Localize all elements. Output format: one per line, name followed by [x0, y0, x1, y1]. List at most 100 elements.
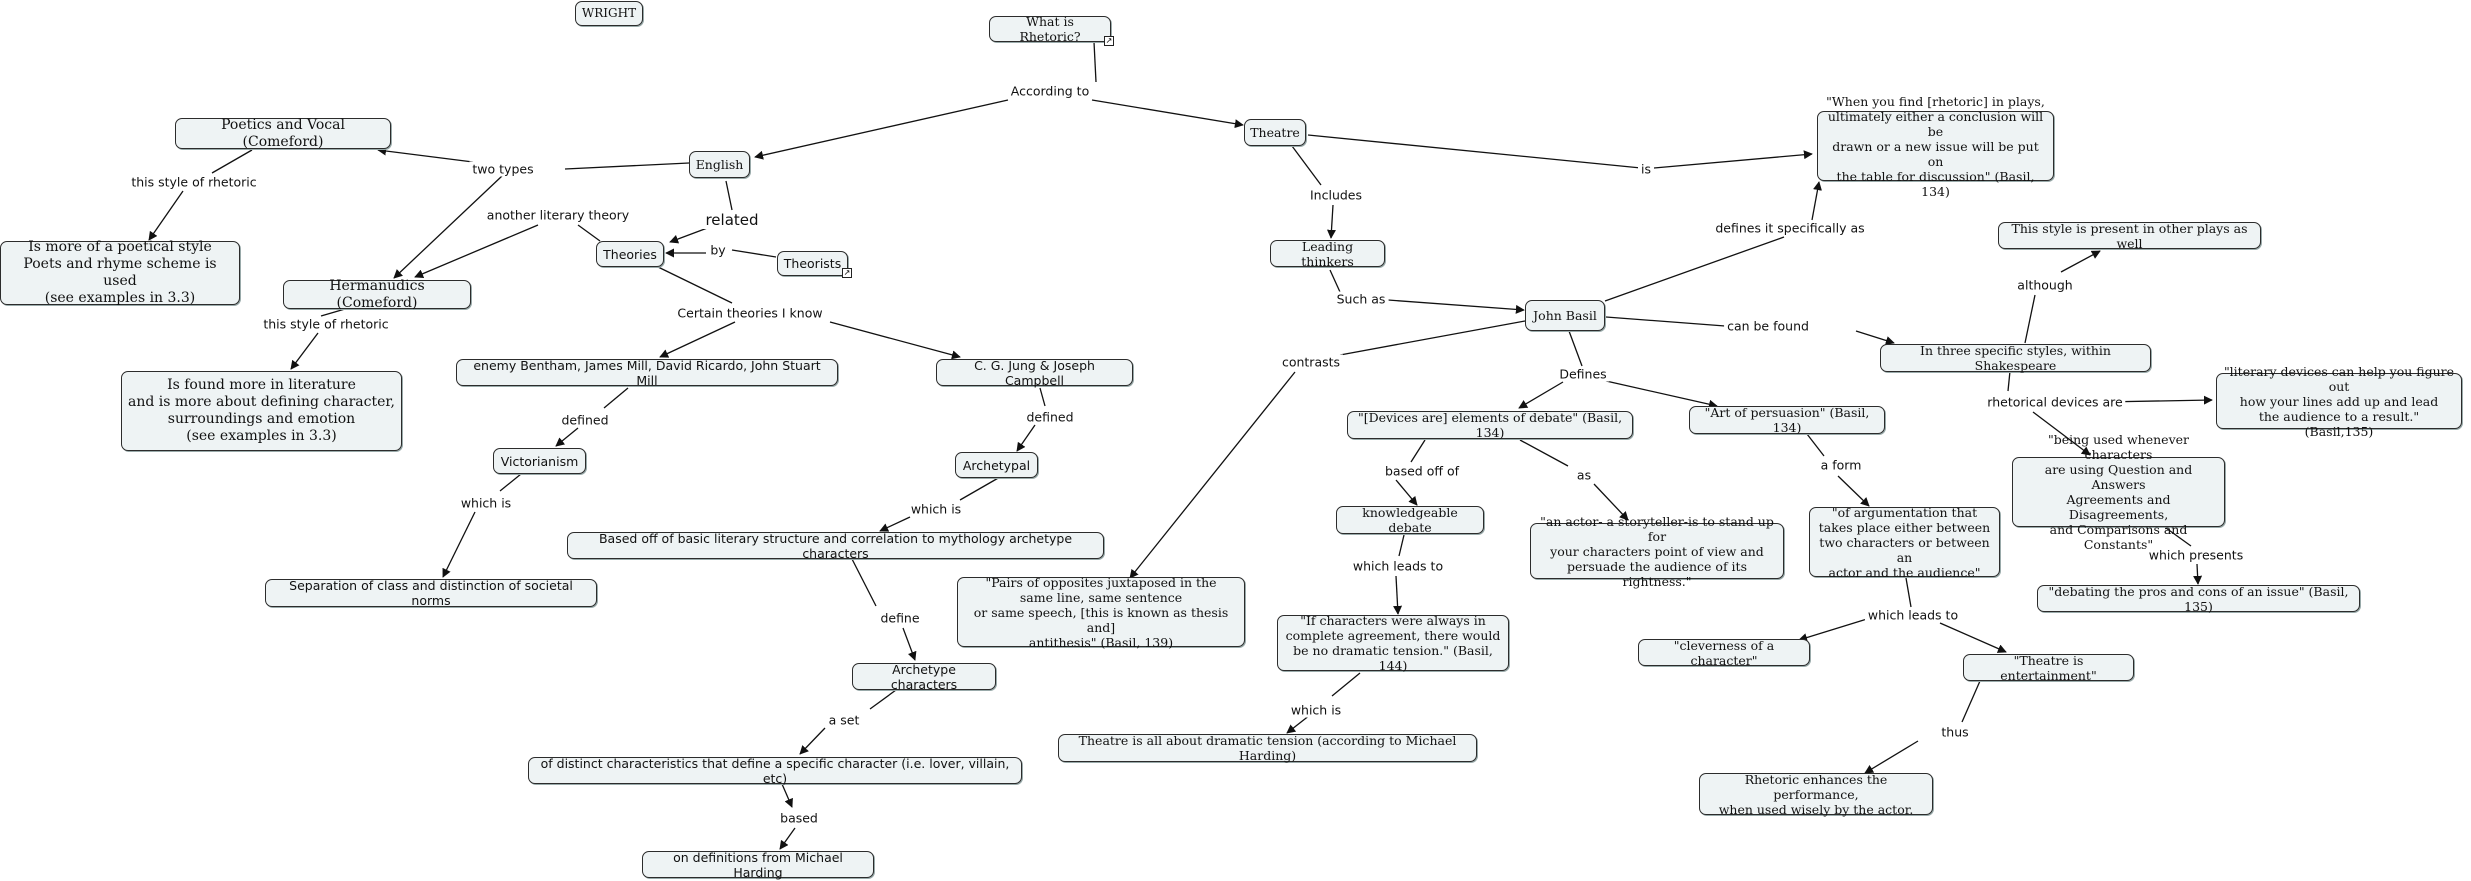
- connector-line: [1604, 236, 1785, 302]
- link-icon[interactable]: ↗: [842, 268, 852, 278]
- connector-line: [1519, 439, 1569, 467]
- connector-arrow: [1393, 575, 1403, 615]
- connector-line: [731, 249, 777, 258]
- node-argumentation[interactable]: "of argumentation that takes place eithe…: [1809, 505, 2000, 580]
- connector-arrow: [669, 226, 711, 244]
- connector-lines: [148, 41, 2213, 850]
- connector-arrow: [1016, 424, 1036, 452]
- node-jung-campbell[interactable]: C. G. Jung & Joseph Campbell: [936, 358, 1133, 388]
- node-actor-storyteller[interactable]: "an actor- a storyteller-is to stand up …: [1530, 514, 1784, 589]
- node-literary-devices[interactable]: "literary devices can help you figure ou…: [2216, 364, 2462, 439]
- node-hermanudics[interactable]: Hermanudics (Comeford): [283, 278, 471, 311]
- node-victorianism[interactable]: Victorianism: [493, 448, 586, 474]
- node-poetics-vocal[interactable]: Poetics and Vocal (Comeford): [175, 117, 391, 150]
- node-distinct-characteristics[interactable]: of distinct characteristics that define …: [528, 756, 1022, 786]
- connector-arrow: [1811, 181, 1822, 221]
- connector-line: [1093, 41, 1097, 83]
- node-dramatic-tension[interactable]: Theatre is all about dramatic tension (a…: [1058, 733, 1477, 763]
- node-basil-quote[interactable]: "When you find [rhetoric] in plays, ulti…: [1817, 94, 2054, 199]
- connector-line: [655, 265, 733, 304]
- connector-line: [1410, 439, 1426, 463]
- connector-line: [725, 180, 733, 211]
- node-leading-thinkers[interactable]: Leading thinkers: [1270, 239, 1385, 269]
- label-defined-victorianism: defined: [558, 412, 612, 428]
- label-defined-archetypal: defined: [1023, 409, 1077, 425]
- node-debating-pros-cons[interactable]: "debating the pros and cons of an issue"…: [2037, 584, 2360, 614]
- connector-line: [1339, 320, 1526, 356]
- connector-line: [603, 387, 629, 409]
- connector-arrow: [779, 827, 796, 850]
- node-what-is-rhetoric[interactable]: What is Rhetoric?: [989, 14, 1111, 44]
- node-definitions-harding[interactable]: on definitions from Michael Harding: [642, 850, 874, 880]
- node-theorists[interactable]: Theorists: [777, 251, 848, 276]
- connector-line: [1307, 134, 1642, 169]
- connector-arrow: [393, 175, 503, 279]
- label-such-as: Such as: [1333, 291, 1389, 307]
- node-literature[interactable]: Is found more in literature and is more …: [121, 371, 402, 451]
- connector-line: [2007, 370, 2011, 392]
- node-poetical-style[interactable]: Is more of a poetical style Poets and rh…: [0, 239, 240, 306]
- label-a-form: a form: [1817, 457, 1865, 473]
- connector-line: [1605, 316, 1726, 327]
- connector-line: [211, 149, 253, 174]
- connector-line: [1398, 534, 1405, 557]
- node-theatre-entertainment[interactable]: "Theatre is entertainment": [1963, 653, 2134, 683]
- connector-arrow: [1518, 381, 1564, 409]
- connector-line: [1806, 433, 1825, 457]
- node-being-used[interactable]: "being used whenever characters are usin…: [2012, 432, 2225, 552]
- connector-line: [1291, 145, 1322, 186]
- connector-line: [959, 476, 1001, 501]
- label-defines: Defines: [1556, 366, 1610, 382]
- node-english[interactable]: English: [689, 151, 750, 178]
- connector-arrow: [1939, 622, 2007, 653]
- node-archetypal[interactable]: Archetypal: [955, 452, 1038, 478]
- node-separation-class[interactable]: Separation of class and distinction of s…: [265, 578, 597, 608]
- label-another-literary-theory: another literary theory: [483, 207, 633, 223]
- node-three-styles[interactable]: In three specific styles, within Shakesp…: [1880, 343, 2151, 373]
- node-rhetoric-enhances[interactable]: Rhetoric enhances the performance, when …: [1699, 772, 1933, 817]
- node-devices-debate[interactable]: "[Devices are] elements of debate" (Basi…: [1347, 410, 1633, 440]
- node-theatre[interactable]: Theatre: [1244, 119, 1306, 146]
- node-john-basil[interactable]: John Basil: [1525, 300, 1605, 331]
- node-theories[interactable]: Theories: [596, 241, 664, 267]
- label-contrasts: contrasts: [1278, 354, 1344, 370]
- connector-arrow: [1091, 99, 1244, 129]
- node-based-off-structure[interactable]: Based off of basic literary structure an…: [567, 531, 1104, 561]
- connector-arrow: [1129, 371, 1296, 579]
- connector-arrow: [377, 146, 474, 163]
- connector-arrow: [442, 511, 476, 578]
- node-knowledgeable-debate[interactable]: knowledgeable debate: [1336, 505, 1484, 535]
- connector-arrow: [659, 321, 736, 358]
- label-based: based: [777, 810, 821, 826]
- connector-arrow: [1286, 714, 1311, 734]
- connector-arrow: [1864, 740, 1919, 774]
- node-cleverness[interactable]: "cleverness of a character": [1638, 638, 1810, 668]
- node-style-present[interactable]: This style is present in other plays as …: [1998, 221, 2261, 251]
- connector-line: [869, 689, 897, 710]
- label-certain-theories: Certain theories I know: [674, 305, 826, 321]
- label-this-style-poetics: this style of rhetoric: [128, 174, 260, 190]
- label-related: related: [702, 211, 762, 229]
- node-art-persuasion[interactable]: "Art of persuasion" (Basil, 134): [1689, 405, 1885, 435]
- node-bentham-mill[interactable]: enemy Bentham, James Mill, David Ricardo…: [456, 358, 838, 388]
- connector-arrow: [2060, 250, 2101, 273]
- connector-arrow: [2193, 563, 2203, 585]
- node-archetype-characters[interactable]: Archetype characters: [852, 662, 996, 692]
- node-wright[interactable]: WRIGHT: [575, 1, 643, 26]
- link-icon[interactable]: ↗: [1104, 36, 1114, 46]
- label-which-is-archetypal: which is: [907, 501, 965, 517]
- label-define: define: [877, 610, 923, 626]
- connector-arrow: [148, 190, 184, 241]
- connector-line: [320, 308, 346, 317]
- connector-line: [1329, 269, 1341, 293]
- connector-arrow: [555, 427, 579, 447]
- node-if-characters[interactable]: "If characters were always in complete a…: [1277, 613, 1509, 673]
- node-pairs-opposites[interactable]: "Pairs of opposites juxtaposed in the sa…: [957, 575, 1245, 650]
- connector-arrow: [1326, 204, 1336, 239]
- connector-line: [1905, 577, 1912, 608]
- connector-arrow: [1855, 330, 1895, 345]
- connector-line: [577, 224, 601, 242]
- label-thus: thus: [1938, 724, 1972, 740]
- connector-line: [2024, 294, 2036, 344]
- connector-arrow: [290, 332, 319, 370]
